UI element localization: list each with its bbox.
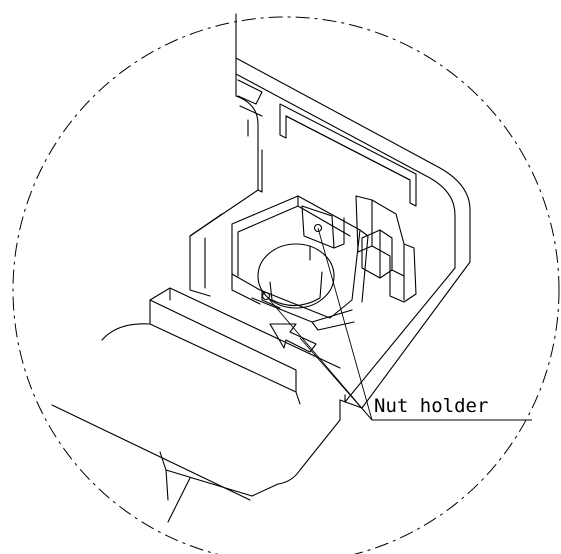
nut-holder-leader-lines bbox=[267, 227, 532, 421]
left-shoulder bbox=[189, 95, 263, 297]
detail-view-circle bbox=[12, 16, 560, 554]
nut-holder-label: Nut holder bbox=[374, 395, 488, 417]
housing-body bbox=[51, 13, 471, 523]
nut-holder-part bbox=[261, 205, 345, 309]
upper-window bbox=[279, 103, 417, 207]
right-clamp bbox=[355, 195, 417, 303]
upper-tab bbox=[237, 79, 263, 105]
nut-pocket bbox=[231, 195, 369, 331]
insertion-arrow bbox=[269, 323, 317, 353]
